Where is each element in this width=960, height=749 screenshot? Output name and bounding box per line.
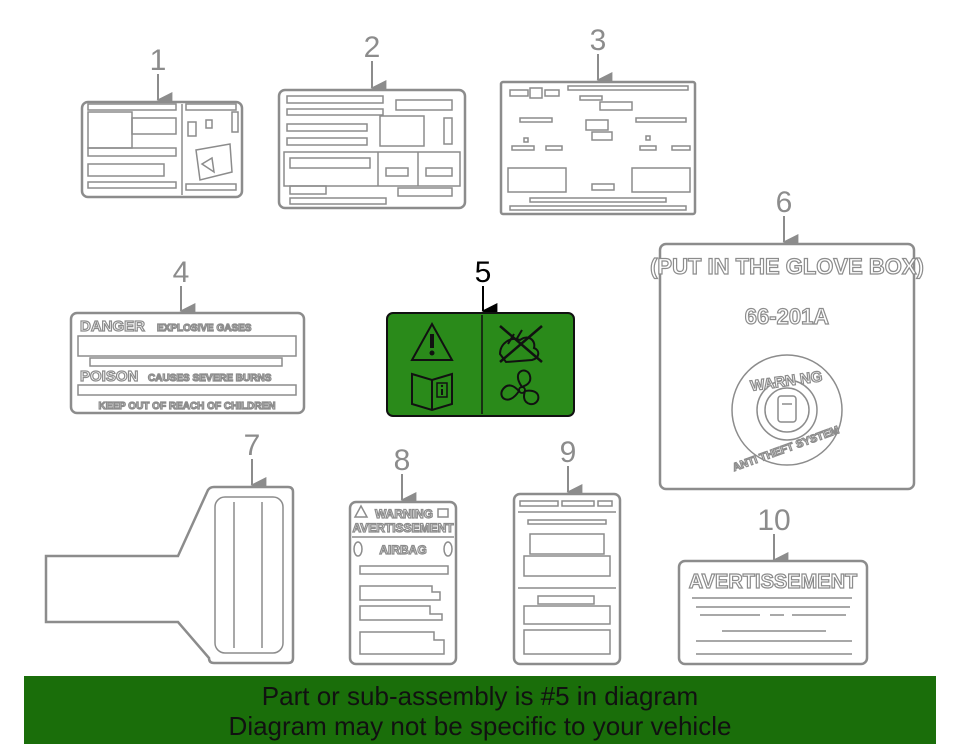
read-manual-icon <box>411 372 453 412</box>
label-7[interactable] <box>44 485 295 665</box>
banner-line-1: Part or sub-assembly is #5 in diagram <box>261 681 699 711</box>
label-3[interactable] <box>499 80 697 216</box>
callout-6: 6 <box>776 186 799 250</box>
callout-5: 5 <box>475 256 498 319</box>
fan-icon <box>500 369 540 406</box>
callout-number: 5 <box>475 256 492 289</box>
callout-number: 10 <box>757 504 790 537</box>
explosive-gases-text: EXPLOSIVE GASES <box>157 323 252 334</box>
keep-out-text: KEEP OUT OF REACH OF CHILDREN <box>98 401 275 412</box>
airbag-text: AIRBAG <box>379 543 426 557</box>
callout-1: 1 <box>150 44 173 108</box>
callout-number: 1 <box>150 44 167 77</box>
callout-number: 8 <box>394 444 411 477</box>
callout-3: 3 <box>590 24 613 88</box>
callout-4: 4 <box>173 256 196 319</box>
label-2[interactable] <box>277 88 467 210</box>
no-touch-hand-icon <box>498 325 543 364</box>
info-banner: Part or sub-assembly is #5 in diagram Di… <box>24 676 936 744</box>
label-1[interactable] <box>80 100 244 199</box>
callout-number: 3 <box>590 24 607 57</box>
part-number-text: 66-201A <box>745 304 830 329</box>
warning-triangle-icon <box>410 321 454 361</box>
avertissement-heading: AVERTISSEMENT <box>689 571 858 593</box>
glove-box-text: (PUT IN THE GLOVE BOX) <box>650 254 924 279</box>
callout-7: 7 <box>244 429 267 493</box>
callout-number: 9 <box>560 436 577 469</box>
callout-number: 7 <box>244 429 261 462</box>
label-10[interactable]: AVERTISSEMENT <box>677 559 869 666</box>
warning-text: WARNING <box>375 507 433 521</box>
label-5[interactable] <box>386 312 575 417</box>
callout-10: 10 <box>757 504 791 568</box>
callout-8: 8 <box>394 444 417 508</box>
banner-line-2: Diagram may not be specific to your vehi… <box>228 711 732 741</box>
avertissement-text: AVERTISSEMENT <box>352 521 454 535</box>
label-8[interactable]: WARNING AVERTISSEMENT AIRBAG <box>348 500 458 666</box>
callout-number: 2 <box>364 31 381 64</box>
label-6[interactable]: (PUT IN THE GLOVE BOX) 66-201A WARN NG A… <box>650 242 924 491</box>
callout-9: 9 <box>560 436 583 500</box>
callout-number: 4 <box>173 256 190 289</box>
label-9[interactable] <box>512 492 622 666</box>
poison-text: POISON <box>80 368 138 385</box>
callout-number: 6 <box>776 186 793 219</box>
callout-2: 2 <box>364 31 387 96</box>
danger-text: DANGER <box>80 318 145 335</box>
label-4[interactable]: DANGER EXPLOSIVE GASES POISON CAUSES SEV… <box>69 311 306 415</box>
burns-text: CAUSES SEVERE BURNS <box>148 373 272 384</box>
